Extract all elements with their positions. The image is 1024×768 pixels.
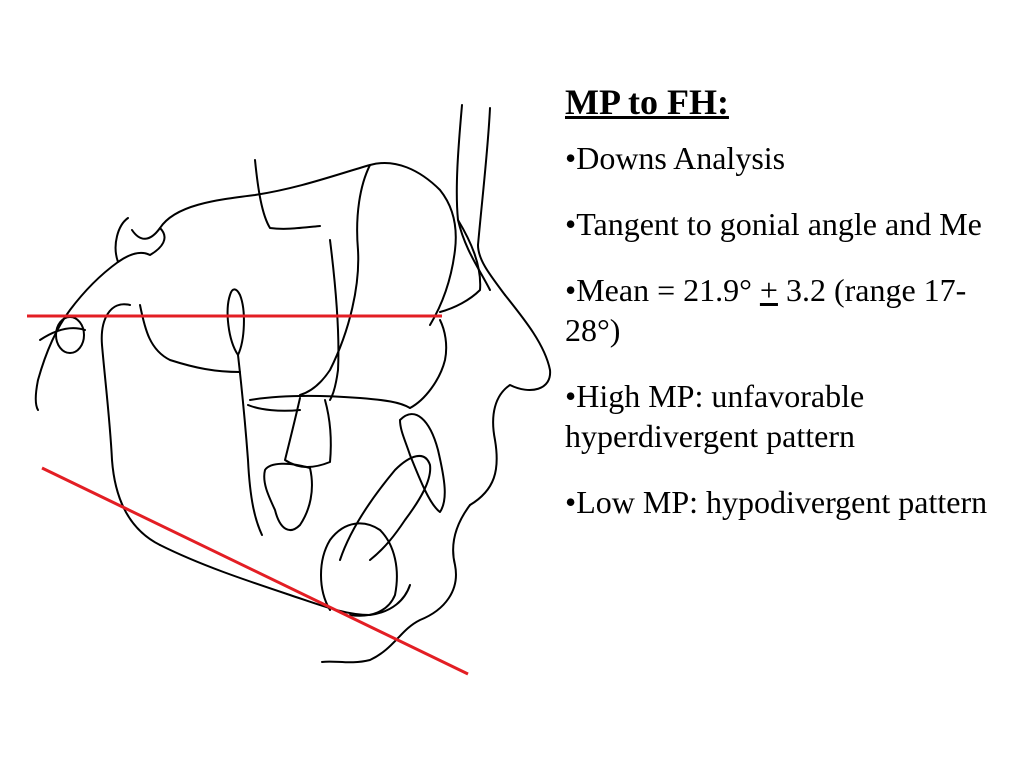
bullet-list: •Downs Analysis •Tangent to gonial angle… xyxy=(565,138,1015,522)
bullet-item: •Low MP: hypodivergent pattern xyxy=(565,484,988,520)
pterygoid-line xyxy=(254,159,321,230)
cranial-base-outline xyxy=(159,161,457,326)
upper-incisor xyxy=(399,413,446,513)
posterior-cranium xyxy=(34,261,119,411)
zygoma-line xyxy=(329,239,340,401)
ramus-inner xyxy=(139,304,241,373)
lower-molar xyxy=(263,462,313,531)
porion-ring xyxy=(55,316,85,354)
mandible-lower-border xyxy=(159,544,411,616)
orbit-outline xyxy=(299,164,371,396)
lip-chin-soft-tissue xyxy=(321,504,471,664)
frontal-bone-outline xyxy=(455,104,491,291)
occipital-line xyxy=(39,327,86,341)
cephalometric-tracing xyxy=(27,104,552,676)
lower-incisor xyxy=(339,455,432,561)
nose-soft-tissue xyxy=(469,294,552,506)
nasal-bone xyxy=(439,219,482,313)
text-panel: MP to FH: •Downs Analysis •Tangent to go… xyxy=(565,80,1015,548)
slide-title: MP to FH: xyxy=(565,82,729,122)
bullet-text: •Mean = 21.9° xyxy=(565,272,760,308)
bullet-item: •Mean = 21.9° + 3.2 (range 17-28°) xyxy=(565,270,1015,350)
anterior-maxilla xyxy=(409,319,448,409)
mandibular-plane-line xyxy=(41,466,469,676)
pharynx-line xyxy=(237,354,263,536)
upper-molar xyxy=(284,397,332,468)
plus-minus-sign: + xyxy=(759,272,778,308)
bullet-item: •High MP: unfavorable hyperdivergent pat… xyxy=(565,378,865,454)
bullet-item: •Downs Analysis xyxy=(565,140,786,176)
orbitale-contour xyxy=(226,288,245,356)
palatal-plane xyxy=(249,394,411,409)
forehead-soft-tissue xyxy=(477,107,506,296)
bullet-item: •Tangent to gonial angle and Me xyxy=(565,206,982,242)
palate-lower xyxy=(247,404,301,412)
sella-outline xyxy=(114,217,166,263)
bullet-text: 3.2 (range 17-28°) xyxy=(565,272,967,348)
symphysis-outline xyxy=(320,522,398,617)
